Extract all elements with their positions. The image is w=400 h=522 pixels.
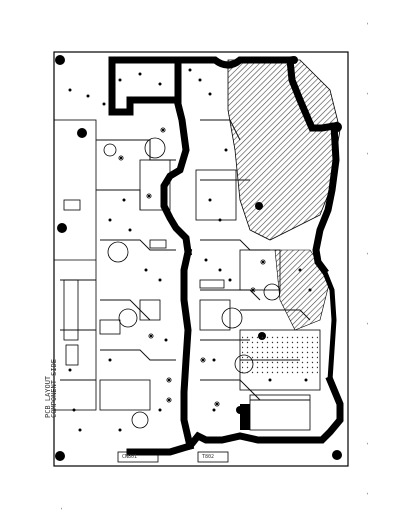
edge-mark: - — [364, 441, 372, 446]
heavy-ground-trace — [108, 56, 344, 456]
pads-and-vias — [68, 68, 312, 432]
dotted-area — [242, 334, 318, 374]
edge-mark: - — [364, 251, 372, 256]
hatched-copper-area — [227, 59, 341, 241]
component-outlines — [63, 159, 321, 431]
edge-mark: - — [364, 21, 372, 26]
star-markers — [118, 127, 266, 407]
edge-mark: - — [364, 321, 372, 326]
mounting-holes — [55, 55, 342, 461]
bottom-ref-b: T802 — [202, 454, 215, 460]
edge-mark: - — [58, 506, 66, 511]
black-block — [240, 404, 250, 430]
edge-mark: - — [364, 491, 372, 496]
bottom-connector — [117, 451, 229, 463]
bottom-ref-a: CN801 — [122, 454, 138, 460]
left-vertical-label-b: COMPONENT SIDE — [50, 358, 58, 418]
edge-mark: - — [364, 91, 372, 96]
edge-mark: - — [364, 151, 372, 156]
